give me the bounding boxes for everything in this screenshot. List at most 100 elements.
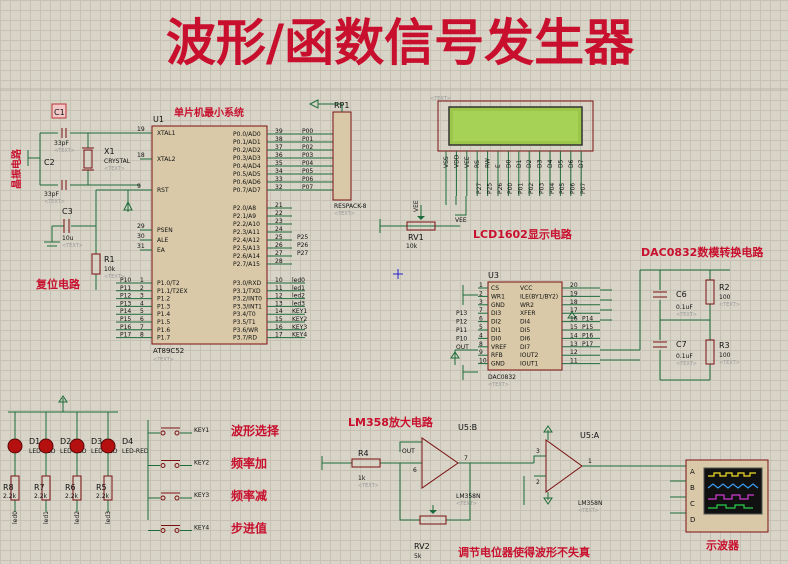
dac-filter-network[interactable]: C6 0.1uF <TEXT> C7 0.1uF <TEXT> R2 100 <… <box>639 269 740 381</box>
mcu-pin-name: P3.6/WR <box>233 327 258 334</box>
mcu-pin-number: 25 <box>275 234 283 241</box>
mcu-pin-number: 7 <box>140 324 144 331</box>
lcd-pin-name: VSS <box>443 156 450 168</box>
reset-circuit[interactable]: C3 10u <TEXT> R1 10k <TEXT> <box>44 189 140 290</box>
mcu-part: AT89C52 <box>153 347 184 355</box>
mcu-p0-net: P00 <box>302 128 313 135</box>
mcu-pin-number: 31 <box>137 243 145 250</box>
mcu-text: <TEXT> <box>153 357 174 363</box>
dac-pin-number: 13 <box>570 341 578 348</box>
lm358-u5b[interactable]: U5:B LM358N <TEXT> 6 7 OUT R4 1k <TEXT> … <box>321 423 534 560</box>
c6-value: 0.1uF <box>676 304 693 311</box>
reset-label: 复位电路 <box>35 277 81 291</box>
mcu-p3-net: KEY4 <box>292 332 307 339</box>
lm358-u5a[interactable]: U5:A LM358N <TEXT> 3 2 1 <box>523 425 686 514</box>
scope-channel-label: A <box>690 468 695 476</box>
led-resistor[interactable] <box>41 475 51 501</box>
dac0832-u3[interactable]: U3 DAC0832 <TEXT> <box>450 271 640 388</box>
mcu-pin-number: 11 <box>275 285 283 292</box>
led-resistor-ref: R8 <box>3 483 14 492</box>
dac-pin-name: DI2 <box>491 319 501 326</box>
rp1-respack[interactable]: RP1 RESPACK-8 <TEXT> <box>308 99 367 217</box>
dac-pin-name: DI4 <box>520 319 530 326</box>
mcu-pin-name: P0.5/AD5 <box>233 171 261 178</box>
dac-left-net: P13 <box>456 310 467 317</box>
lcd-pin-name: VEE <box>464 156 471 168</box>
r2-value: 100 <box>719 294 731 301</box>
mcu-pin-number: 18 <box>137 152 145 159</box>
u5a-text: <TEXT> <box>578 508 599 514</box>
mcu-p3-net: led2 <box>292 293 305 300</box>
mcu-pin-number: 3 <box>140 293 144 300</box>
mcu-p3-net: led0 <box>292 277 305 284</box>
dac-left-net: P12 <box>456 319 467 326</box>
mcu-pin-name: P1.0/T2 <box>157 280 180 287</box>
rv1-pot[interactable]: RV1 10k VEE VEE <box>379 200 467 250</box>
mcu-p1-net: P16 <box>120 324 131 331</box>
dac-pin-name: ILE(BY1/BY2) <box>520 293 558 300</box>
dac-pin-name: DI7 <box>520 344 530 351</box>
lcd-net-label: P04 <box>549 183 556 194</box>
r4-ref: R4 <box>358 449 369 458</box>
mcu-pin-number: 32 <box>275 184 283 191</box>
mcu-u1[interactable]: U1 AT89C52 <TEXT> <box>151 115 268 363</box>
key-ref: KEY4 <box>194 525 209 532</box>
lcd-net-label: P07 <box>580 183 587 194</box>
led-red-icon[interactable] <box>7 438 23 454</box>
mcu-pin-name: P3.0/RXD <box>233 280 261 287</box>
mcu-p0-net: P04 <box>302 160 313 167</box>
dac-pin-name: DI5 <box>520 327 530 334</box>
crystal-circuit[interactable]: C1 33pF C2 33pF X1 CRYSTAL <TEXT> <TEXT>… <box>27 103 140 205</box>
mcu-p1-net: P13 <box>120 300 131 307</box>
u5a-out-pin: 1 <box>588 458 592 465</box>
lcd-pin-name: D0 <box>505 159 512 168</box>
led-resistor[interactable] <box>72 475 82 501</box>
mcu-pin-name: P0.0/AD0 <box>233 131 261 138</box>
rv1-net-vertical: VEE <box>413 200 420 212</box>
led-red-icon[interactable] <box>38 438 54 454</box>
title-text-placeholder: <TEXT> <box>430 96 451 102</box>
led-red-icon[interactable] <box>69 438 85 454</box>
dac-pin-number: 15 <box>570 324 578 331</box>
mcu-p1-net: P17 <box>120 332 131 339</box>
mcu-pin-name: P3.2/INT0 <box>233 296 262 303</box>
led-resistor[interactable] <box>103 475 113 501</box>
lcd-net-label: P05 <box>559 183 566 194</box>
mcu-pin-number: 17 <box>275 332 283 339</box>
mcu-pin-number: 21 <box>275 202 283 209</box>
key-function-label: 步进值 <box>231 521 267 536</box>
mcu-pin-number: 13 <box>275 300 283 307</box>
scope-screen <box>703 467 763 515</box>
mcu-p0-net: P01 <box>302 136 313 143</box>
u5b-out-net: OUT <box>402 448 415 455</box>
dac-pin-number: 17 <box>570 307 578 314</box>
c2-ref: C2 <box>44 158 55 167</box>
mcu-pin-name: P1.4 <box>157 311 170 318</box>
scope-channel-label: D <box>690 516 695 524</box>
lcd1602-module[interactable] <box>437 100 594 152</box>
lcd-net-label: P25 <box>486 183 493 194</box>
u5b-ref: U5:B <box>458 423 477 432</box>
c3-ref: C3 <box>62 207 73 216</box>
dac-pin-number: 6 <box>479 316 483 323</box>
mcu-p2-net: P27 <box>297 250 308 257</box>
mcu-p3-net: led1 <box>292 285 305 292</box>
mcu-ref: U1 <box>153 115 164 124</box>
mcu-pin-number: 34 <box>275 168 283 175</box>
u5a-minus-pin: 2 <box>536 479 540 486</box>
dac-pin-name: VREF <box>491 344 507 351</box>
dac-pin-name: WR2 <box>520 302 534 309</box>
led-resistor[interactable] <box>10 475 20 501</box>
key-function-label: 频率减 <box>231 488 267 503</box>
c1-text: <TEXT> <box>54 148 75 154</box>
lcd-pin-name: D3 <box>537 159 544 168</box>
dac-left-net: P10 <box>456 335 467 342</box>
led-net: led3 <box>105 511 112 524</box>
amp-circuit-label: LM358放大电路 <box>348 415 434 429</box>
led-red-icon[interactable] <box>100 438 116 454</box>
rv2-value: 5k <box>414 553 422 560</box>
oscilloscope[interactable] <box>670 459 769 533</box>
r2-text: <TEXT> <box>719 302 740 308</box>
